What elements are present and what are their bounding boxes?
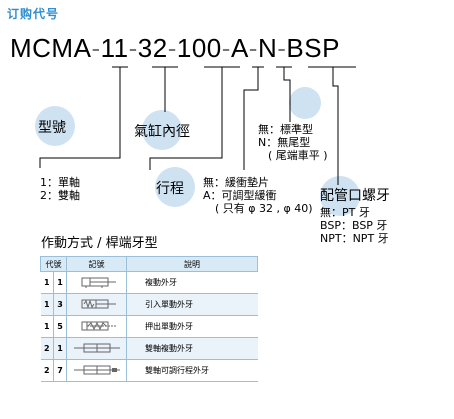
row-code1: 1: [40, 293, 54, 316]
table-row: 2 7 雙軸可調行程外牙: [40, 359, 258, 382]
row-code2: 5: [53, 315, 67, 338]
bubble-bore: [142, 110, 182, 150]
cylinder-symbol-icon: [66, 315, 127, 338]
port-option: NPT：NPT 牙: [320, 232, 389, 245]
table-row: 1 3 引入單動外牙: [40, 293, 258, 316]
code-separator: -: [128, 33, 138, 63]
section-title: 作動方式 / 桿端牙型: [41, 236, 158, 251]
port-options: 無：PT 牙 BSP：BSP 牙 NPT：NPT 牙: [320, 206, 389, 245]
label-port-thread: 配管口螺牙: [320, 188, 390, 204]
stroke-option: ( 只有 φ 32 , φ 40): [215, 202, 313, 215]
table-row: 1 1 複動外牙: [40, 271, 258, 294]
bubble-stroke: [155, 167, 195, 207]
row-code1: 1: [40, 271, 54, 294]
type-options: 無：標準型 N：無尾型 ( 尾端車平 ): [258, 123, 328, 162]
code-bore: 32: [137, 33, 168, 63]
label-bore: 氣缸內徑: [134, 124, 190, 140]
code-stroke: 100: [176, 33, 222, 63]
code-model: 11: [100, 33, 129, 63]
row-description: 引入單動外牙: [126, 293, 258, 316]
type-option: ( 尾端車平 ): [268, 149, 328, 162]
code-cushion: A: [230, 33, 249, 63]
line-type-down: [283, 67, 291, 122]
cylinder-symbol-icon: [66, 293, 127, 316]
line-cushion-down: [243, 67, 259, 170]
row-description: 雙軸可調行程外牙: [126, 359, 258, 382]
port-option: 無：PT 牙: [320, 206, 370, 219]
table-row: 1 5 押出單動外牙: [40, 315, 258, 338]
row-description: 複動外牙: [126, 271, 258, 294]
label-stroke: 行程: [156, 181, 184, 197]
line-port-down: [332, 67, 339, 185]
row-code1: 2: [40, 337, 54, 360]
code-separator: -: [277, 33, 287, 63]
code-series: MCMA: [10, 33, 92, 63]
model-option: 2：雙軸: [40, 189, 80, 202]
code-separator: -: [91, 33, 101, 63]
row-code1: 1: [40, 315, 54, 338]
header-code: 代號: [40, 256, 67, 272]
cylinder-symbol-icon: [66, 271, 127, 294]
row-code1: 2: [40, 359, 54, 382]
code-separator: -: [167, 33, 177, 63]
model-option: 1：單軸: [40, 176, 80, 189]
bubble-type: [289, 87, 321, 119]
header-symbol: 記號: [66, 256, 127, 272]
table-header-row: 代號 記號 說明: [40, 256, 258, 272]
type-option: 無：標準型: [258, 123, 313, 136]
code-thread: BSP: [286, 33, 340, 63]
header-description: 說明: [126, 256, 258, 272]
code-separator: -: [248, 33, 258, 63]
row-description: 押出單動外牙: [126, 315, 258, 338]
label-model-no: 型號: [38, 120, 66, 136]
row-code2: 1: [53, 337, 67, 360]
stroke-option: A：可調型緩衝: [203, 189, 277, 202]
code-type: N: [257, 33, 278, 63]
stroke-option: 無：緩衝墊片: [203, 176, 269, 189]
row-description: 雙軸複動外牙: [126, 337, 258, 360]
header-title: 订购代号: [7, 7, 60, 21]
stroke-options: 無：緩衝墊片 A：可調型緩衝 ( 只有 φ 32 , φ 40): [203, 176, 313, 215]
type-option: N：無尾型: [258, 136, 311, 149]
row-code2: 1: [53, 271, 67, 294]
port-option: BSP：BSP 牙: [320, 219, 388, 232]
model-code: MCMA-11-32-100-A-N-BSP: [10, 33, 340, 64]
cylinder-symbol-icon: [66, 337, 127, 360]
cylinder-symbol-icon: [66, 359, 127, 382]
row-code2: 7: [53, 359, 67, 382]
bubble-port: [320, 176, 360, 216]
spec-table: 代號 記號 說明 1 1 複動外牙 1 3 引入單動外牙 1 5 押出單動外牙 …: [40, 256, 258, 382]
line-stroke-down: [149, 67, 223, 170]
row-code2: 3: [53, 293, 67, 316]
line-model-down: [39, 67, 121, 168]
model-options: 1：單軸 2：雙軸: [40, 176, 80, 202]
bubble-model: [35, 106, 75, 146]
table-row: 2 1 雙軸複動外牙: [40, 337, 258, 360]
code-separator: -: [221, 33, 231, 63]
